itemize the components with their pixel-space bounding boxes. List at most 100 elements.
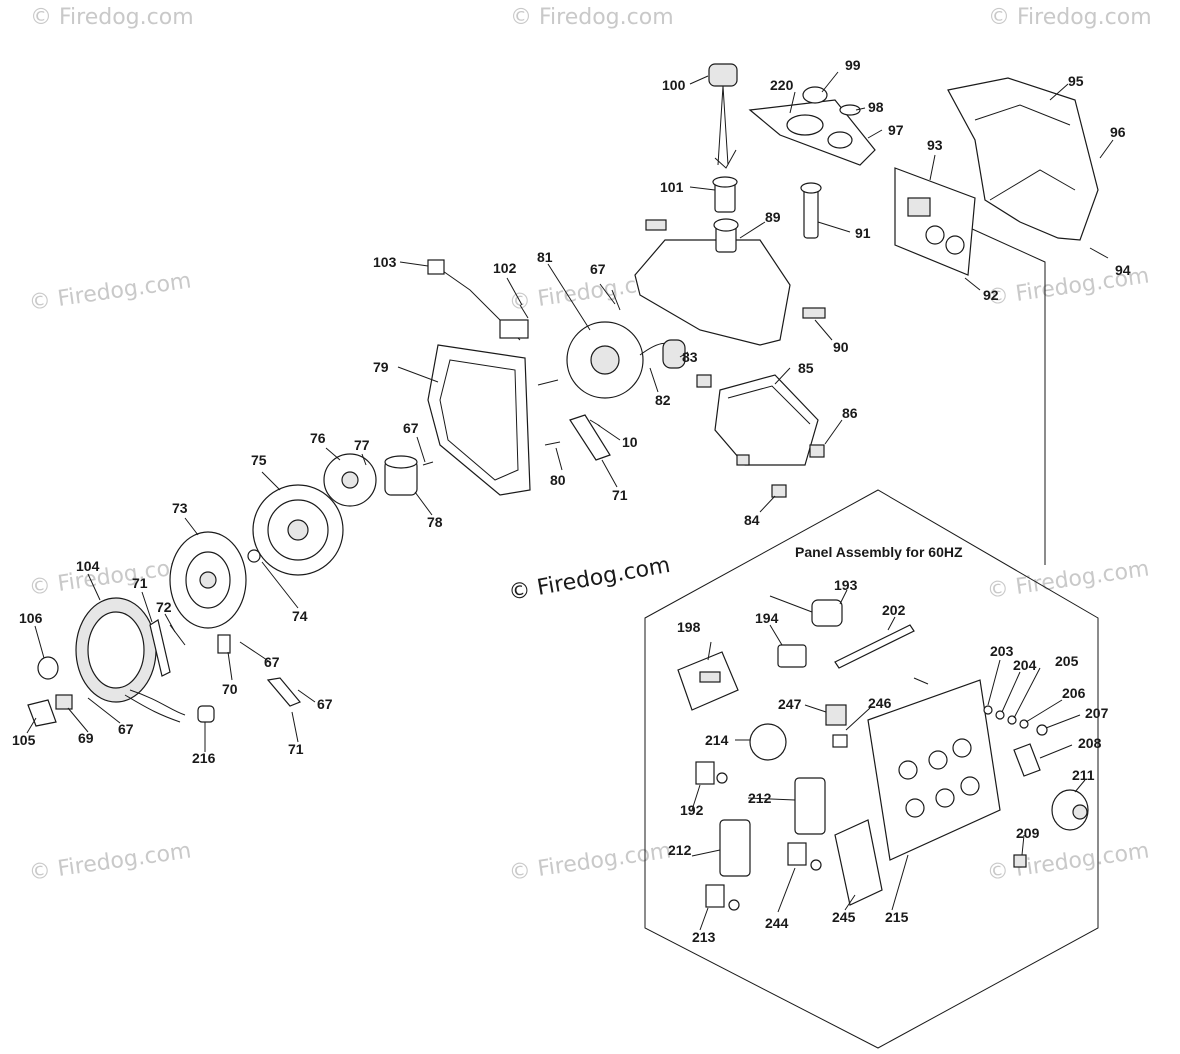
panel-assembly-outline: [644, 489, 1099, 1049]
panel-plate-215: [867, 679, 1001, 861]
connector-193: [811, 599, 843, 627]
fuel-filter-101: [712, 176, 738, 213]
watermark-text: © Firedog.com: [27, 553, 193, 601]
label-67b: 67: [403, 420, 419, 436]
label-80: 80: [550, 472, 566, 488]
label-214: 214: [705, 732, 729, 748]
label-247: 247: [778, 696, 802, 712]
pad-90b: [802, 307, 826, 319]
label-94: 94: [1115, 262, 1131, 278]
label-245: 245: [832, 909, 856, 925]
label-69: 69: [78, 730, 94, 746]
panel-93: [894, 167, 976, 276]
label-212a: 212: [748, 790, 772, 806]
rotor-73: [169, 531, 247, 629]
label-206: 206: [1062, 685, 1086, 701]
label-93: 93: [927, 137, 943, 153]
label-204: 204: [1013, 657, 1037, 673]
label-208: 208: [1078, 735, 1102, 751]
watermark-text: © Firedog.com: [985, 556, 1151, 604]
clip-84: [771, 484, 787, 498]
watermark-text: © Firedog.com: [510, 5, 674, 30]
fuel-tank-89: [634, 218, 791, 346]
cup-78: [384, 455, 418, 496]
label-67a: 67: [590, 261, 606, 277]
meter-198: [677, 651, 739, 711]
strip-71: [569, 414, 611, 461]
plate-76: [323, 453, 377, 507]
outlet-211: [1051, 789, 1089, 831]
bracket-208: [1013, 743, 1041, 777]
breaker-192: [695, 761, 715, 785]
label-106: 106: [19, 610, 43, 626]
bracket-70: [217, 634, 231, 654]
label-220: 220: [770, 77, 794, 93]
label-85: 85: [798, 360, 814, 376]
shroud-95: [947, 77, 1099, 241]
watermark-text: © Firedog.com: [507, 838, 673, 886]
label-203: 203: [990, 643, 1014, 659]
fan-housing-79: [427, 344, 531, 496]
label-86: 86: [842, 405, 858, 421]
switch-194: [777, 644, 807, 668]
label-244: 244: [765, 915, 789, 931]
label-71c: 71: [288, 741, 304, 757]
panel-connector-line: [969, 227, 1046, 565]
strip-71b: [149, 619, 171, 677]
label-193: 193: [834, 577, 858, 593]
receptacle-212a: [794, 777, 826, 835]
label-211: 211: [1072, 767, 1095, 783]
breaker-213: [705, 884, 725, 908]
fuel-cap-100: [708, 63, 738, 169]
label-78: 78: [427, 514, 443, 530]
recoil-starter-81: [566, 321, 681, 399]
label-70: 70: [222, 681, 238, 697]
label-194: 194: [755, 610, 779, 626]
label-79: 79: [373, 359, 389, 375]
label-102: 102: [493, 260, 517, 276]
parts: [27, 63, 1099, 727]
pad-90a: [645, 219, 667, 231]
label-105: 105: [12, 732, 36, 748]
label-101: 101: [660, 179, 684, 195]
label-92: 92: [983, 287, 999, 303]
label-207: 207: [1085, 705, 1109, 721]
label-96: 96: [1110, 124, 1126, 140]
label-97: 97: [888, 122, 904, 138]
label-10: 10: [622, 434, 638, 450]
label-90: 90: [833, 339, 849, 355]
label-67d: 67: [317, 696, 333, 712]
part-labels: 100 99 220 98 97 95 96 93 101 89 91 94 9…: [12, 57, 1131, 945]
watermark-text: © Firedog.com: [985, 838, 1151, 886]
flywheel-75: [252, 484, 344, 576]
washer-74: [247, 549, 261, 563]
breaker-214: [749, 723, 787, 761]
label-71b: 71: [132, 575, 148, 591]
watermark-text: © Firedog.com: [27, 838, 193, 886]
label-81: 81: [537, 249, 553, 265]
bracket-86: [809, 444, 825, 458]
label-83: 83: [682, 349, 698, 365]
bar-202: [834, 624, 915, 669]
plug-216: [197, 705, 215, 723]
connector-69: [55, 694, 73, 710]
fuel-valve-91: [800, 182, 822, 239]
panel-parts: [677, 595, 1089, 911]
label-76: 76: [310, 430, 326, 446]
gasket-245: [834, 819, 883, 906]
bracket-105: [27, 699, 57, 727]
label-209: 209: [1016, 825, 1040, 841]
module-85: [714, 374, 819, 466]
watermark-text: © Firedog.com: [27, 268, 193, 316]
label-67c: 67: [264, 654, 280, 670]
label-98: 98: [868, 99, 884, 115]
label-216: 216: [192, 750, 216, 766]
label-74: 74: [292, 608, 308, 624]
label-73: 73: [172, 500, 188, 516]
clip-84b: [736, 454, 750, 466]
seal-106: [37, 656, 59, 680]
label-82: 82: [655, 392, 671, 408]
label-246: 246: [868, 695, 892, 711]
leader-lines: [26, 71, 1114, 931]
